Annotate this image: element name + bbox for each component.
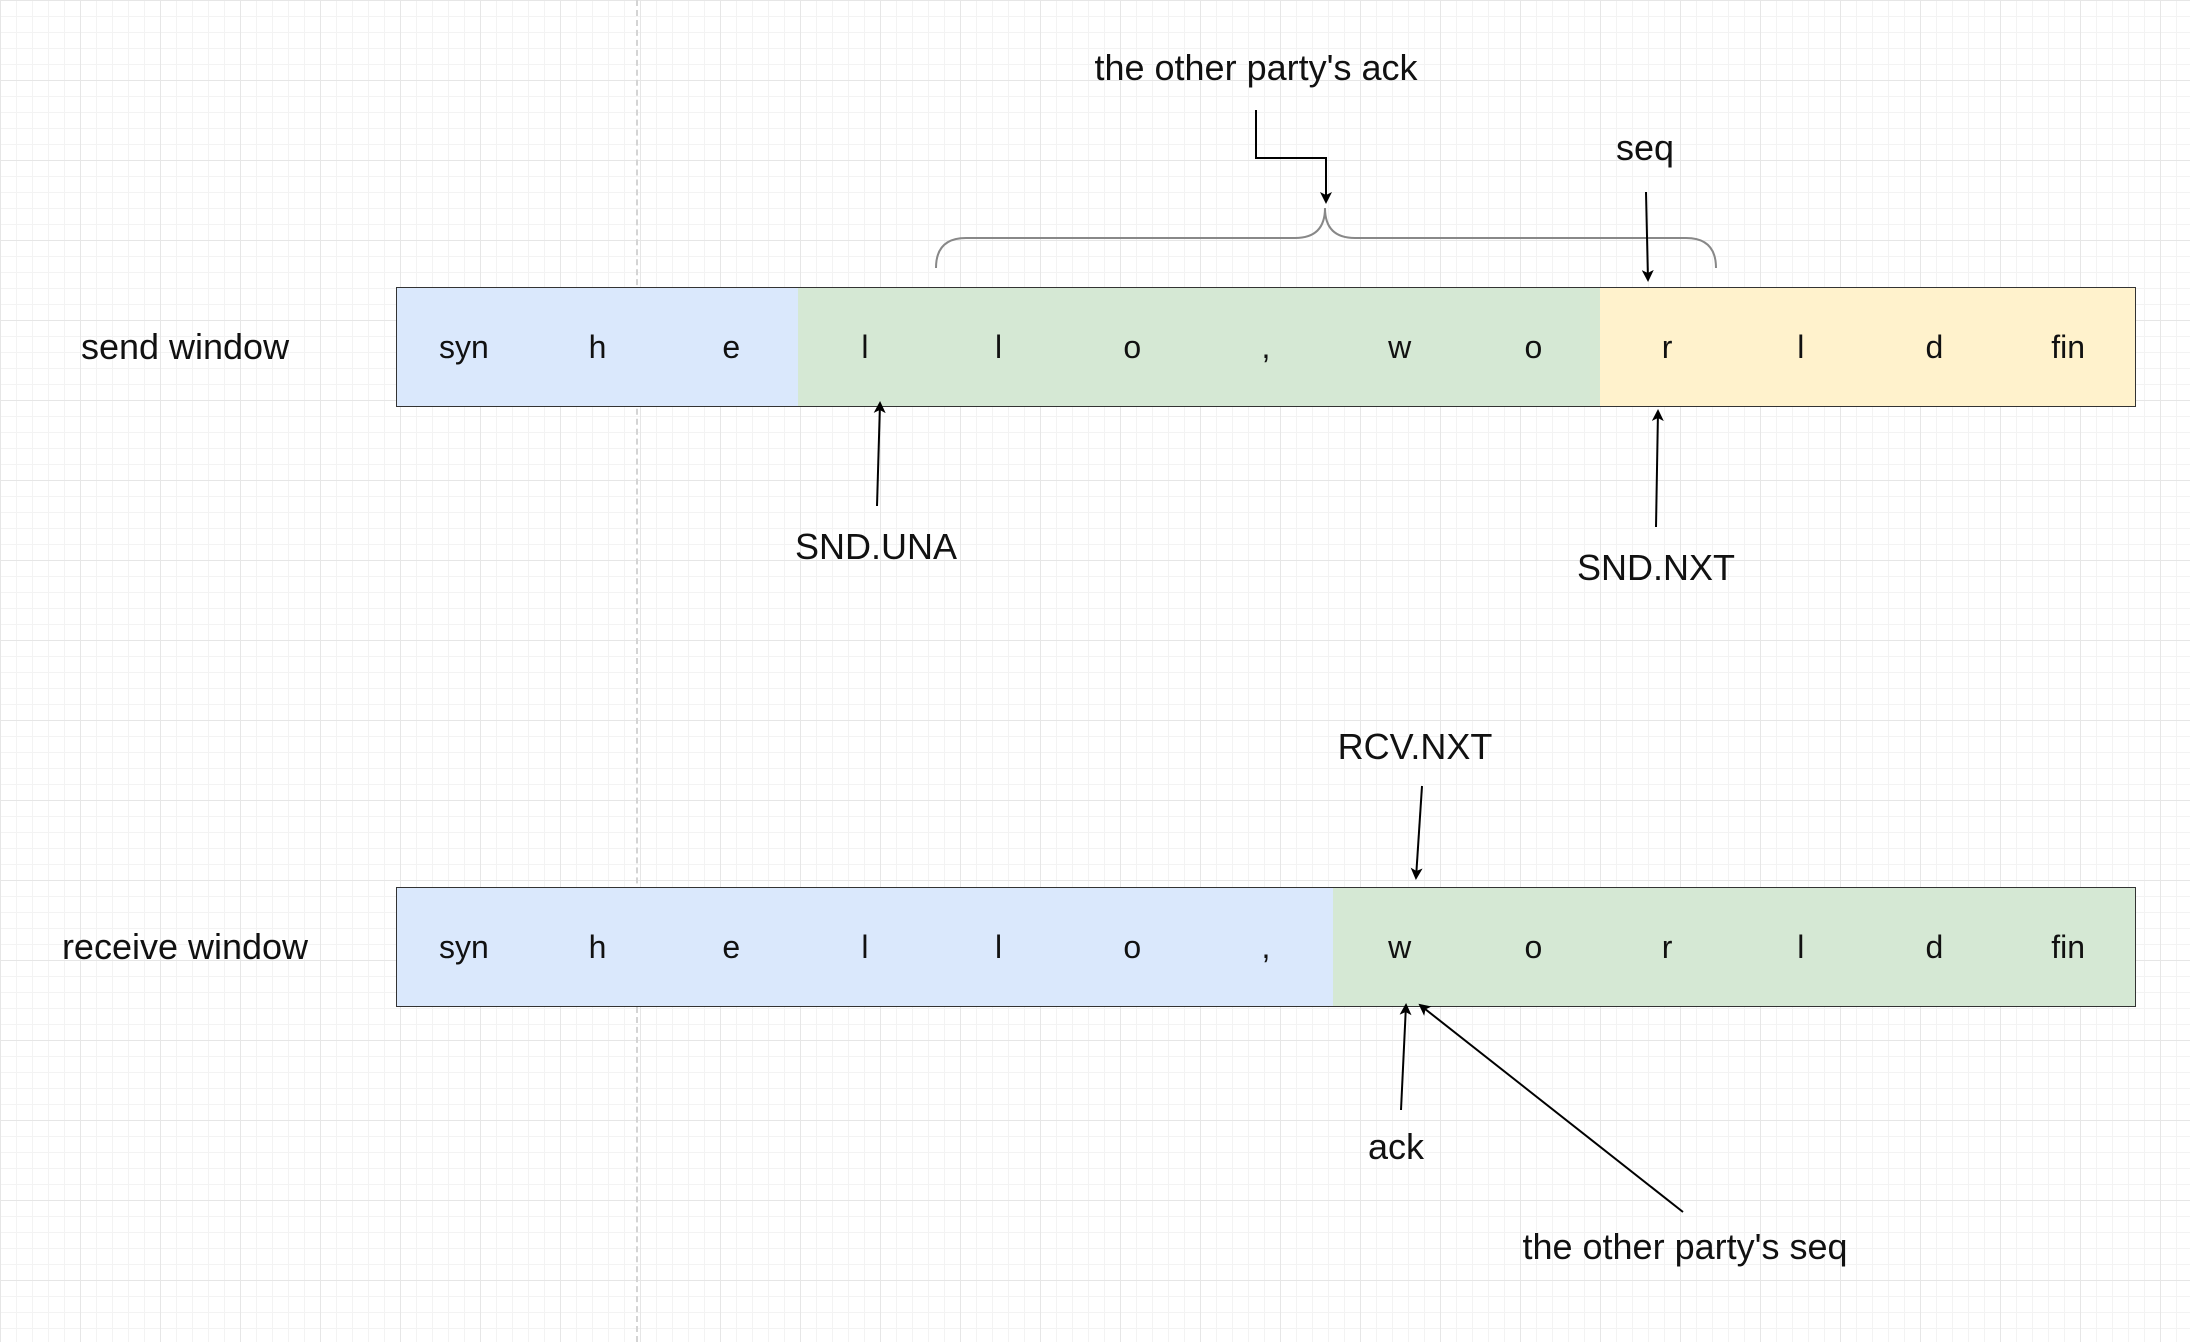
- other-party-ack-arrow: [1255, 110, 1332, 204]
- ack-label: ack: [1367, 1126, 1425, 1167]
- rcv-nxt-label: RCV.NXT: [1337, 726, 1493, 767]
- other-party-seq-label: the other party's seq: [1522, 1226, 1848, 1267]
- send-cell: syn: [438, 328, 489, 365]
- ack-arrow: [1399, 1003, 1412, 1111]
- snd-nxt-label: SND.NXT: [1576, 547, 1735, 588]
- recv-cell: l: [1797, 928, 1805, 965]
- send-cell: l: [995, 328, 1003, 365]
- recv-cell: e: [722, 928, 741, 965]
- receive-window-bar: syn h e l l o , w o r l d fin: [396, 887, 2136, 1007]
- seq-label: seq: [1615, 127, 1675, 168]
- recv-cell: o: [1123, 928, 1142, 965]
- recv-cell: ,: [1261, 928, 1271, 965]
- snd-nxt-arrow: [1651, 409, 1664, 528]
- recv-zone-received: [397, 888, 1333, 1006]
- send-cell: h: [588, 328, 607, 365]
- send-cell: l: [1797, 328, 1805, 365]
- recv-cell: h: [588, 928, 607, 965]
- recv-cell: w: [1388, 928, 1412, 965]
- snd-una-label: SND.UNA: [794, 526, 958, 567]
- recv-cell: l: [861, 928, 869, 965]
- recv-cell: syn: [438, 928, 489, 965]
- send-cell: w: [1388, 328, 1412, 365]
- rcv-nxt-arrow: [1410, 785, 1423, 880]
- send-cell: ,: [1261, 328, 1271, 365]
- recv-cell: o: [1524, 928, 1543, 965]
- seq-arrow: [1641, 191, 1654, 282]
- receive-window-label: receive window: [61, 926, 309, 967]
- send-cell: o: [1123, 328, 1142, 365]
- ack-seq-brace: [935, 207, 1717, 269]
- recv-cell: d: [1925, 928, 1944, 965]
- send-zone-sent-unacknowledged: [798, 288, 1601, 406]
- other-party-seq-arrow: [1418, 1003, 1684, 1213]
- recv-zone-window: [1332, 888, 2135, 1006]
- other-party-ack-label: the other party's ack: [1094, 47, 1418, 88]
- send-window-bar: syn h e l l o , w o r l d fin: [396, 287, 2136, 407]
- send-zone-unsent: [1600, 288, 2135, 406]
- recv-cell: l: [995, 928, 1003, 965]
- vertical-guide-line: [636, 0, 638, 1342]
- recv-cell: fin: [2051, 928, 2086, 965]
- send-window-label: send window: [80, 326, 290, 367]
- send-cell: r: [1661, 328, 1673, 365]
- snd-una-arrow: [873, 401, 886, 507]
- recv-cell: r: [1661, 928, 1673, 965]
- send-zone-acknowledged: [397, 288, 799, 406]
- send-cell: d: [1925, 328, 1944, 365]
- send-cell: e: [722, 328, 741, 365]
- send-cell: o: [1524, 328, 1543, 365]
- send-cell: l: [861, 328, 869, 365]
- send-cell: fin: [2051, 328, 2086, 365]
